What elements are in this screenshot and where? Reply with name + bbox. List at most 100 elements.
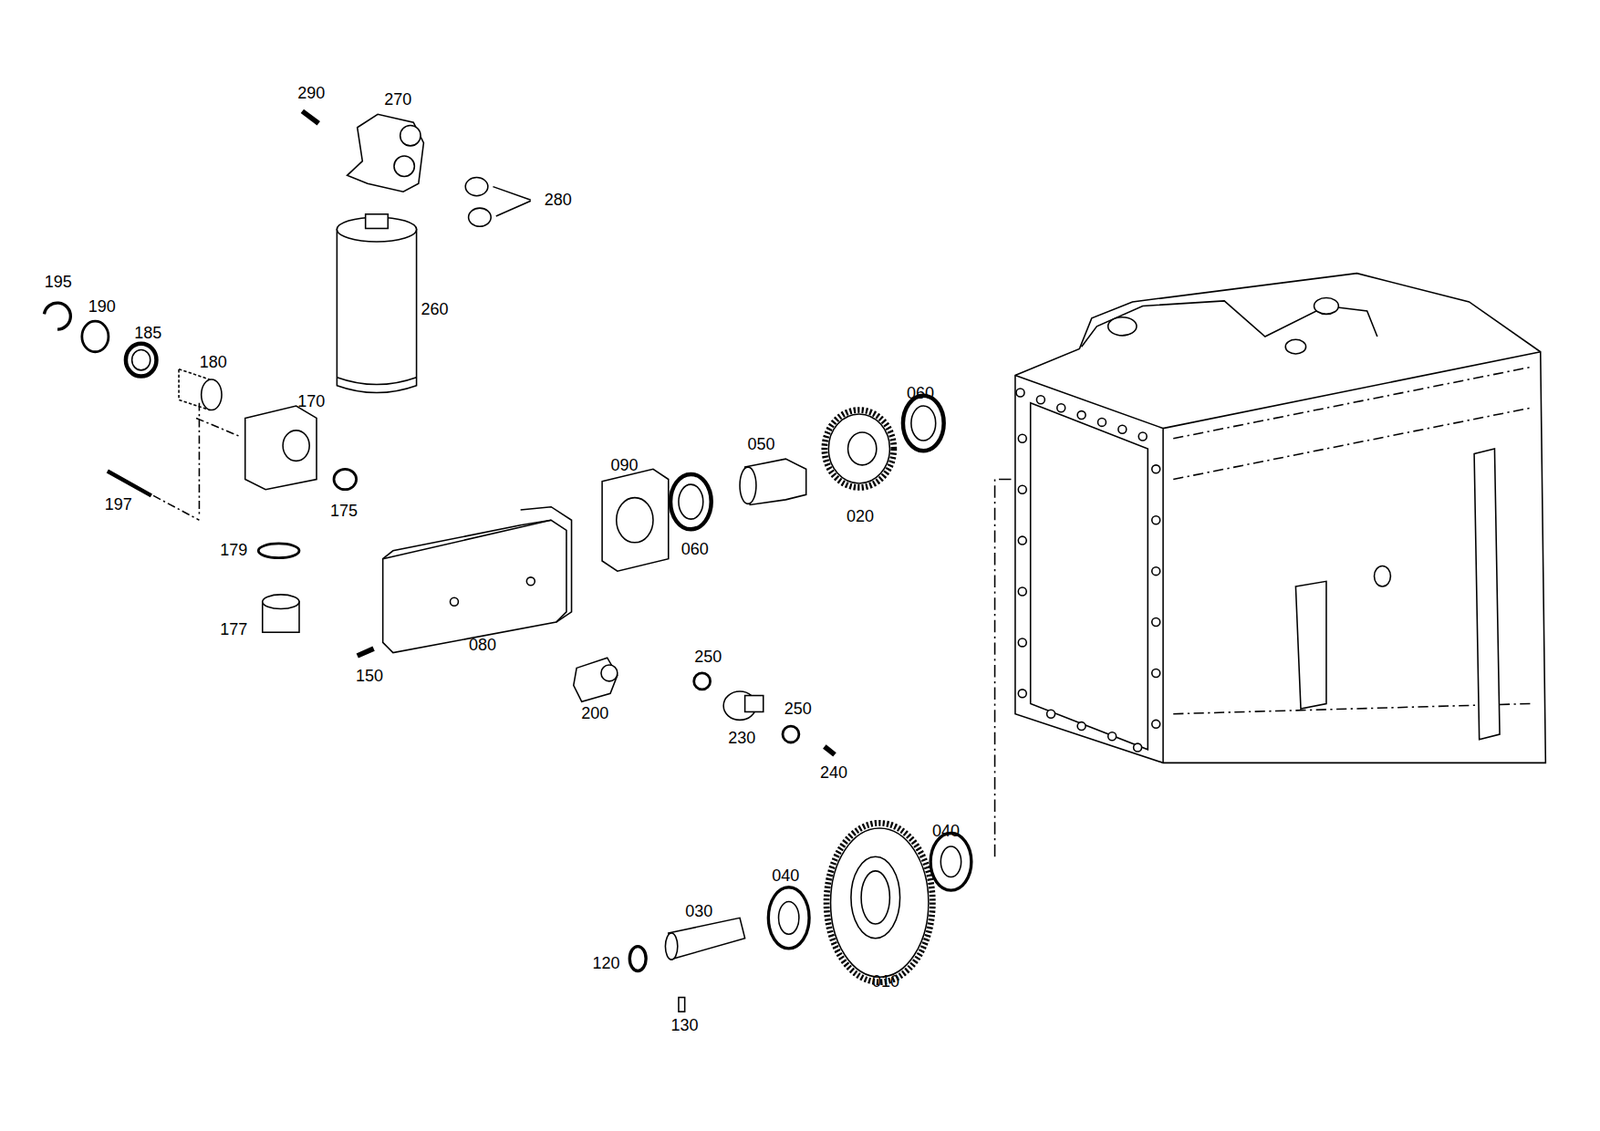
hydraulic-pump [678, 484, 704, 520]
idler-gear-assembly [678, 997, 686, 1013]
callout-number: 250 [694, 648, 722, 665]
idler-gear-assembly [629, 822, 972, 1012]
callout-number: 030 [685, 903, 713, 920]
callout-number: 090 [611, 457, 639, 474]
oil-filter-assembly [492, 187, 530, 217]
transmission-housing [1314, 297, 1340, 314]
transmission-housing [1374, 566, 1392, 587]
relief-valve-block [132, 350, 151, 371]
callout-number: 240 [820, 764, 848, 781]
transmission-housing [1057, 404, 1066, 413]
callout-number: 197 [104, 496, 133, 513]
idler-gear-assembly [930, 833, 972, 892]
callout-number: 020 [846, 508, 874, 525]
hydraulic-pump [383, 519, 567, 653]
transmission-housing [1077, 411, 1086, 420]
transmission-housing [1018, 638, 1027, 647]
fittings [782, 726, 800, 743]
transmission-housing [1015, 374, 1164, 763]
transmission-housing [1097, 417, 1106, 426]
idler-gear-assembly [629, 946, 646, 972]
transmission-housing [995, 273, 1547, 858]
relief-valve-block [258, 543, 300, 559]
oil-filter-assembly [468, 207, 492, 227]
transmission-housing [1016, 388, 1161, 752]
relief-valve-block [201, 379, 222, 411]
relief-valve-block [262, 594, 300, 610]
relief-valve-block [153, 403, 240, 521]
transmission-housing [1018, 689, 1027, 698]
hydraulic-pump [848, 432, 877, 466]
transmission-housing [1108, 317, 1137, 336]
transmission-housing [1152, 618, 1161, 627]
hydraulic-pump [449, 597, 458, 606]
transmission-housing [1018, 434, 1027, 443]
oil-filter-assembly [336, 229, 416, 394]
transmission-housing [1030, 403, 1149, 750]
callout-number: 060 [681, 540, 709, 558]
fittings [601, 664, 618, 682]
transmission-housing [1152, 516, 1161, 525]
callout-number: 170 [297, 393, 325, 410]
oil-filter-assembly [347, 114, 425, 192]
callout-number: 050 [747, 436, 775, 453]
oil-filter-assembly [336, 377, 416, 385]
callout-number: 190 [88, 298, 116, 315]
oil-filter-assembly [400, 125, 421, 146]
callout-number: 179 [219, 541, 248, 559]
fittings [694, 673, 711, 690]
hydraulic-pump [739, 467, 757, 504]
callout-number: 270 [384, 91, 412, 108]
transmission-housing [1016, 388, 1025, 397]
oil-filter-assembly [465, 177, 489, 197]
callout-number: 195 [44, 273, 73, 291]
transmission-housing [1018, 587, 1027, 596]
idler-gear-assembly [826, 822, 933, 982]
relief-valve-block [357, 648, 375, 656]
transmission-housing [1015, 273, 1546, 764]
hydraulic-pump [828, 414, 890, 484]
transmission-housing [1152, 465, 1161, 474]
callout-number: 120 [592, 955, 620, 972]
transmission-housing [1047, 709, 1056, 718]
transmission-housing [1295, 581, 1327, 709]
relief-valve-block [43, 302, 71, 330]
idler-gear-assembly [664, 933, 677, 960]
transmission-housing [1018, 536, 1027, 545]
hydraulic-pump [670, 474, 712, 530]
callout-number: 250 [784, 700, 812, 717]
transmission-housing [1152, 668, 1161, 677]
idler-gear-assembly [851, 856, 901, 938]
idler-gear-assembly [668, 917, 746, 959]
transmission-housing [1163, 352, 1541, 429]
oil-filter-assembly [301, 111, 319, 124]
transmission-housing [1152, 567, 1161, 576]
oil-filter-assembly [394, 155, 415, 177]
transmission-housing [1036, 395, 1045, 405]
callout-number: 260 [421, 301, 449, 318]
callout-number: 040 [771, 867, 800, 884]
transmission-housing [1133, 743, 1143, 752]
transmission-housing [995, 479, 1016, 858]
relief-valve-block [282, 430, 310, 462]
hydraulic-pump [616, 498, 654, 543]
hydraulic-pump [824, 409, 894, 488]
fittings [573, 657, 835, 755]
relief-valve-block [333, 468, 357, 489]
callout-number: 150 [355, 667, 384, 685]
hydraulic-pump [602, 468, 669, 572]
callout-number: 280 [544, 191, 572, 208]
fittings [824, 746, 835, 755]
relief-valve-block [125, 343, 157, 377]
hydraulic-pump [911, 405, 936, 441]
transmission-housing [1018, 485, 1027, 494]
idler-gear-assembly [779, 901, 800, 935]
transmission-housing [1118, 425, 1127, 434]
hydraulic-pump [383, 519, 551, 559]
callout-number: 230 [727, 729, 756, 747]
oil-filter-assembly [365, 214, 389, 229]
callout-number: 177 [219, 621, 248, 638]
relief-valve-block [107, 471, 152, 497]
